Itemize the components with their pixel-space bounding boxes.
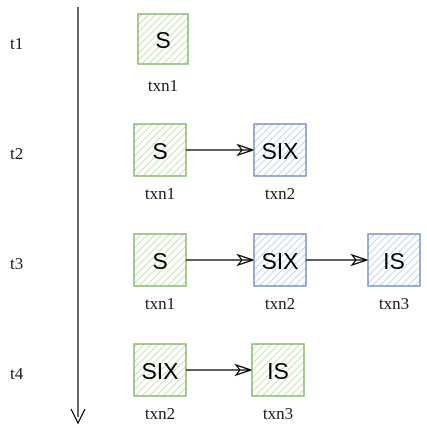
lock-node-s: S txn1 [137,13,189,95]
lock-mode: IS [267,358,289,384]
lock-node-is: IS txn3 [251,343,305,423]
row-t1: t1 S txn1 [10,13,189,95]
lock-mode: S [152,138,167,164]
time-label: t1 [10,34,23,53]
time-axis-arrowhead [70,408,86,425]
row-t4: t4 SIX txn2 IS txn3 [10,343,305,423]
lock-node-is: IS txn3 [367,233,421,313]
txn-label: txn2 [145,404,175,423]
lock-mode: SIX [141,358,178,384]
lock-box [253,123,307,177]
time-label: t2 [10,144,23,163]
lock-box [133,233,187,287]
lock-node-six: SIX txn2 [253,233,307,313]
txn-label: txn2 [265,294,295,313]
lock-node-s: S txn1 [133,233,187,313]
txn-label: txn3 [263,404,293,423]
row-t2: t2 S txn1 SIX txn2 [10,123,307,203]
lock-box [253,233,307,287]
lock-box [251,343,305,397]
lock-mode: S [152,248,167,274]
edge-arrowhead [350,253,369,267]
txn-label: txn2 [265,184,295,203]
edge-arrow [186,143,255,157]
lock-box [133,123,187,177]
lock-mode: SIX [261,248,298,274]
lock-box [133,343,187,397]
txn-label: txn1 [148,76,178,95]
lock-mode: IS [383,248,405,274]
time-label: t3 [10,254,23,273]
lock-box [367,233,421,287]
lock-box [137,13,189,65]
time-label: t4 [10,364,24,383]
edge-arrowhead [234,363,253,377]
lock-node-six: SIX txn2 [133,343,187,423]
edge-arrow [306,253,369,267]
txn-label: txn1 [145,294,175,313]
row-t3: t3 S txn1 SIX txn2 IS txn3 [10,233,421,313]
txn-label: txn3 [379,294,409,313]
edge-arrowhead [236,253,255,267]
edge-arrow [186,363,253,377]
lock-mode: S [155,27,170,53]
edge-arrowhead [236,143,255,157]
lock-node-s: S txn1 [133,123,187,203]
txn-label: txn1 [145,184,175,203]
edge-arrow [186,253,255,267]
lock-mode: SIX [261,138,298,164]
lock-node-six: SIX txn2 [253,123,307,203]
